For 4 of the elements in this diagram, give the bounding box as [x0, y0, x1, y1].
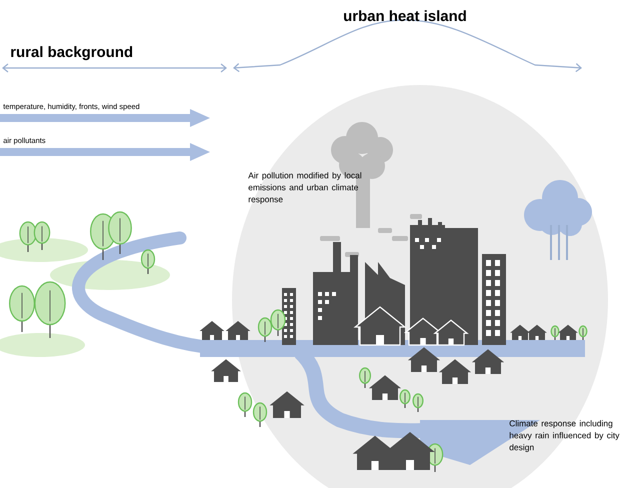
annotation: Air pollution modified by local emissions and urban climate response: [248, 172, 362, 204]
heading: rural background: [11, 46, 132, 60]
annotation: Climate response including heavy rain influenced by city design: [510, 420, 620, 452]
heading: urban heat island: [344, 10, 466, 22]
